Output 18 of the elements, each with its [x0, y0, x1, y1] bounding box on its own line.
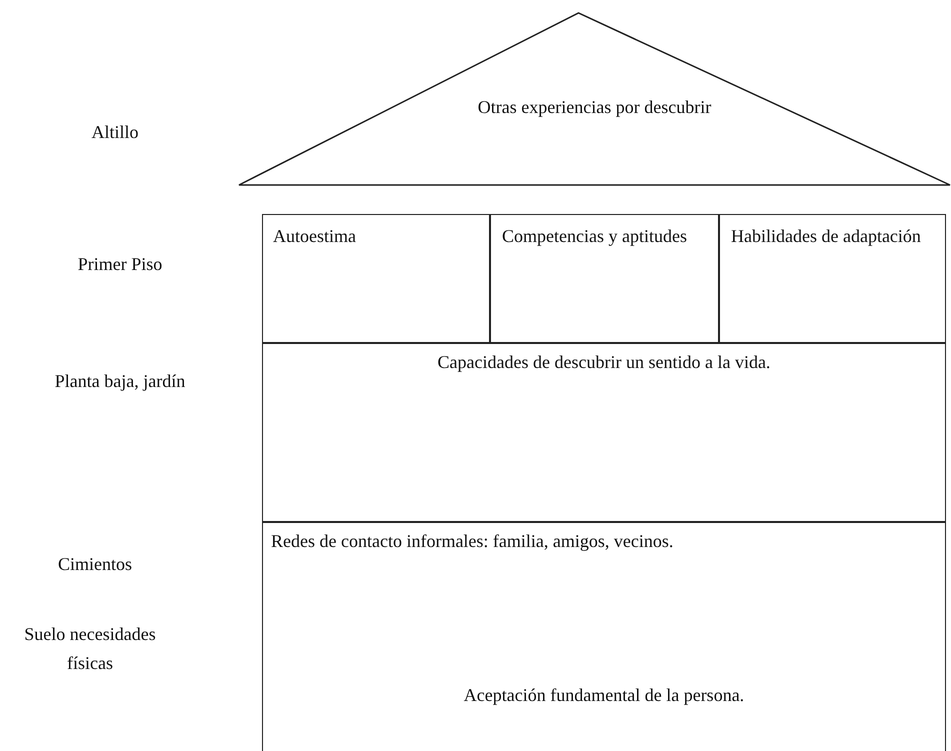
ground-floor-box: [262, 342, 946, 523]
floor-name: Altillo: [90, 121, 140, 144]
cell-label: Competencias y aptitudes: [502, 225, 688, 248]
cell-label: Redes de contacto informales: familia, amigos, vecinos.: [271, 530, 674, 553]
floor-name: Primer Piso: [76, 253, 164, 276]
roof-triangle: [238, 12, 951, 186]
foundation-box: [262, 521, 946, 751]
floor-cell: [262, 214, 491, 344]
floor-cell: [718, 214, 946, 344]
floor-name: Suelo necesidades físicas: [23, 623, 157, 675]
floor-name: Planta baja, jardín: [54, 370, 186, 393]
cell-label: Autoestima: [273, 225, 357, 248]
cell-label: Capacidades de descubrir un sentido a la vida.: [436, 351, 772, 374]
cell-label: Habilidades de adaptación: [731, 225, 922, 248]
floor-cell: [489, 214, 720, 344]
roof-label: Otras experiencias por descubrir: [476, 96, 712, 119]
cell-label: Aceptación fundamental de la persona.: [462, 684, 746, 707]
floor-name: Cimientos: [56, 553, 133, 576]
